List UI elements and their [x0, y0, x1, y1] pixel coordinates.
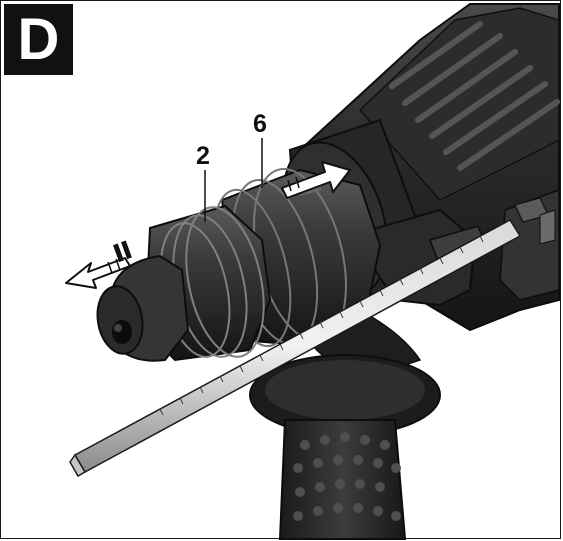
chuck-nose-cap: [96, 254, 190, 362]
callout-label-2: 2: [196, 142, 210, 170]
arrow-pull-forward-icon: [65, 240, 132, 289]
depth-stop-rod: [69, 219, 522, 478]
side-handle-grip: [278, 419, 407, 540]
arrow-push-back-icon: [281, 161, 351, 199]
callout-label-6: 6: [253, 110, 267, 138]
figure-letter-badge: D: [4, 4, 73, 75]
